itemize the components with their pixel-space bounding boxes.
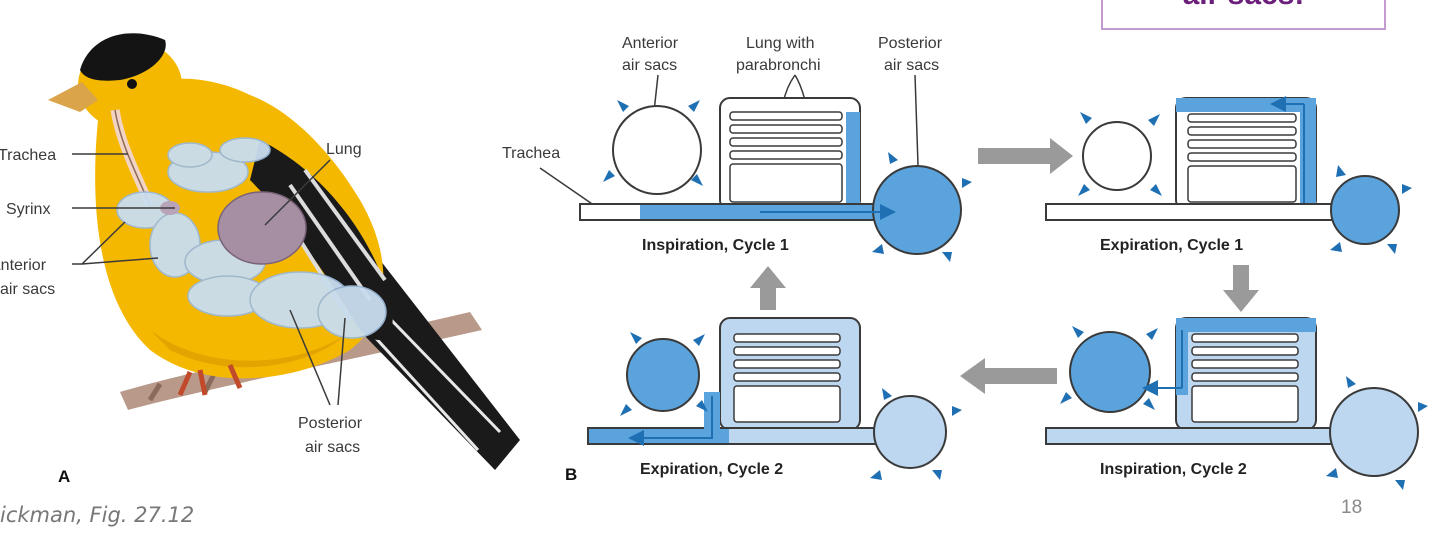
bird-label-syrinx: Syrinx <box>6 201 50 218</box>
diagram-label-lung-1: Lung with <box>746 35 815 52</box>
bird-label-anterior-1: Anterior <box>0 257 47 274</box>
bird-label-posterior-2: air sacs <box>305 439 360 456</box>
bird-label-lung: Lung <box>326 141 362 158</box>
panel-caption-2: Expiration, Cycle 1 <box>1100 237 1243 254</box>
diagram-label-anterior-1: Anterior <box>622 35 679 52</box>
cycle-arrow-right <box>978 138 1073 174</box>
bird-label-posterior-1: Posterior <box>298 415 363 432</box>
bird-leader-lines <box>72 153 346 406</box>
page-number: 18 <box>1341 497 1363 518</box>
bird-illustration <box>48 33 520 470</box>
diagram-label-trachea: Trachea <box>502 145 560 162</box>
cycle-arrow-down <box>1223 265 1259 312</box>
panel-caption-3: Expiration, Cycle 2 <box>640 461 783 478</box>
callout-box: air sacs! <box>1101 0 1386 30</box>
panel-expiration-cycle-2: Expiration, Cycle 2 <box>587 317 962 480</box>
panel-inspiration-cycle-1: Inspiration, Cycle 1 <box>579 97 972 262</box>
diagram-label-anterior-2: air sacs <box>622 57 677 74</box>
bird-label-trachea: Trachea <box>0 147 56 164</box>
figure-credit: ickman, Fig. 27.12 <box>0 503 195 527</box>
panel-inspiration-cycle-2: Inspiration, Cycle 2 <box>1045 317 1428 490</box>
cycle-arrow-up <box>750 266 786 310</box>
diagram-label-posterior-2: air sacs <box>884 57 939 74</box>
callout-text: air sacs! <box>1103 0 1384 12</box>
diagram-label-posterior-1: Posterior <box>878 35 943 52</box>
bird-label-anterior-2: air sacs <box>0 281 55 298</box>
panel-caption-1: Inspiration, Cycle 1 <box>642 237 789 254</box>
panel-expiration-cycle-1: Expiration, Cycle 1 <box>1045 96 1412 254</box>
cycle-arrow-left <box>960 358 1057 394</box>
figure-letter-b: B <box>565 465 577 484</box>
panel-caption-4: Inspiration, Cycle 2 <box>1100 461 1247 478</box>
diagram-label-lung-2: parabronchi <box>736 57 821 74</box>
figure-letter-a: A <box>58 467 70 486</box>
